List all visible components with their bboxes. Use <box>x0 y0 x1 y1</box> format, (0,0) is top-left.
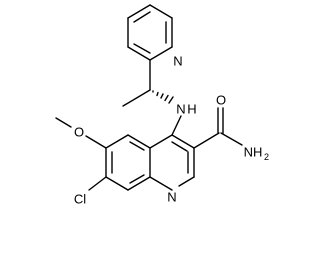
methoxy-group <box>55 117 107 149</box>
carboxamide-group <box>193 107 243 149</box>
structure-canvas: N N H O NH 2 O Cl N <box>55 4 269 207</box>
atom-amine-h: H <box>187 102 196 117</box>
bond-c-to-nh2 <box>220 132 243 146</box>
bond-q-double-4 <box>171 141 188 152</box>
hash-3 <box>160 93 164 99</box>
bond-c6-to-o <box>85 135 107 149</box>
atom-amide-o: O <box>216 93 226 108</box>
atom-chloro: Cl <box>74 192 86 207</box>
bond-nh-to-c4 <box>171 115 182 136</box>
hash-4 <box>164 94 169 102</box>
bond-c3-to-carbonyl <box>193 132 220 149</box>
hash-5 <box>168 96 174 104</box>
bond-py-4 <box>149 46 173 61</box>
atom-quinoline-n: N <box>167 190 176 205</box>
bond-q-5 <box>105 134 129 149</box>
bond-o-to-methyl <box>55 117 72 128</box>
bond-py-5 <box>127 46 151 61</box>
hash-2 <box>156 91 159 97</box>
hashed-wedge-bond <box>152 90 174 104</box>
bond-q-8 <box>127 176 151 191</box>
bond-q-1 <box>149 134 173 149</box>
bond-q-7 <box>105 176 129 191</box>
pyridine-ring <box>127 4 173 61</box>
atom-methoxy-o: O <box>74 125 84 140</box>
bond-q-4 <box>127 134 151 149</box>
quinoline-pyrido-ring <box>171 134 195 187</box>
bond-q-9 <box>171 134 195 149</box>
bond-py-2 <box>149 4 173 19</box>
bond-chiral-to-methyl <box>122 89 151 107</box>
bond-py-double-1 <box>133 11 151 23</box>
bond-py-1 <box>127 4 151 19</box>
atom-amide-n-subscript: 2 <box>264 152 269 162</box>
bond-q-3 <box>149 176 173 191</box>
bond-q-double-3 <box>129 174 145 184</box>
quinoline-benzo-ring <box>105 134 173 191</box>
bond-q-11 <box>178 176 195 187</box>
bond-py-double-3 <box>133 43 151 54</box>
molecule-diagram: N N H O NH 2 O Cl N <box>55 4 269 207</box>
atom-pyridine-n: N <box>173 54 182 69</box>
atom-amine-n: N <box>176 102 185 117</box>
atom-amide-n: NH <box>244 145 263 160</box>
bond-c7-to-cl <box>88 176 107 191</box>
bond-q-double-1 <box>129 141 145 151</box>
